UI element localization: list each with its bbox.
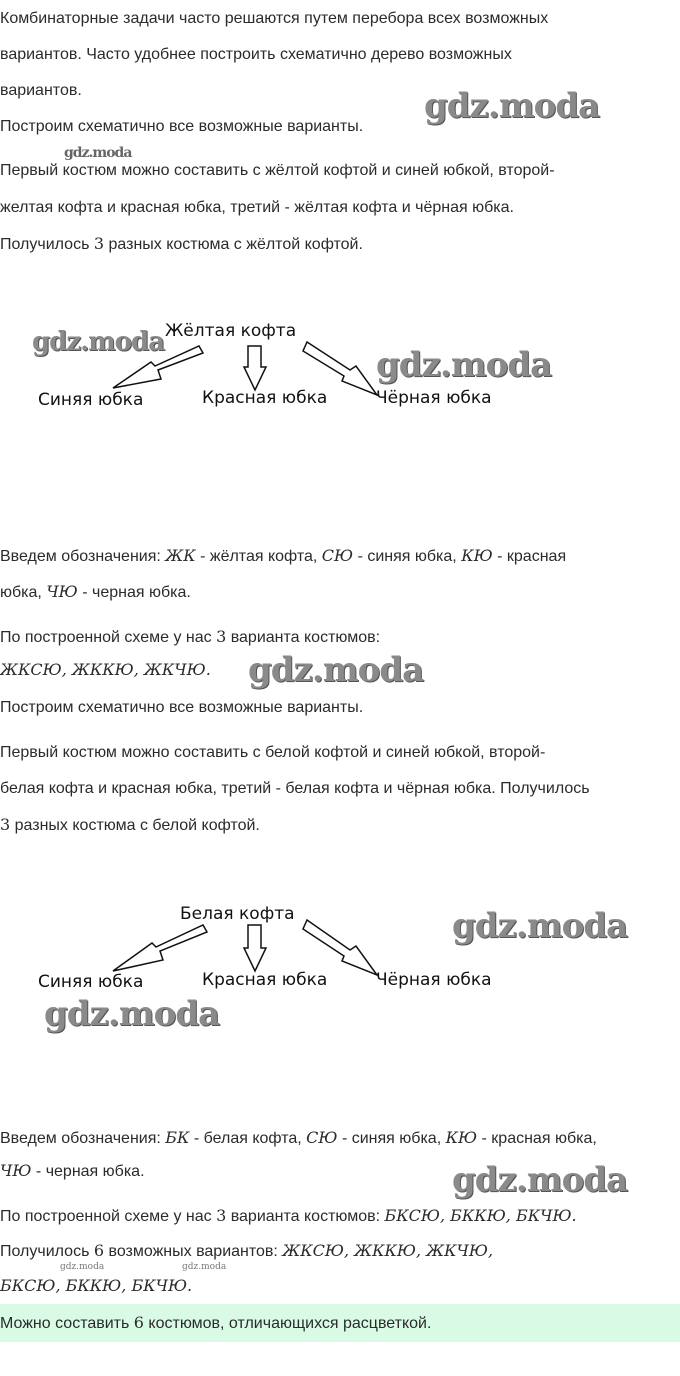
diagram-left-label: Синяя юбка	[38, 972, 144, 992]
number: 6	[133, 1313, 144, 1332]
text-line: БКСЮ, БККЮ, БКЧЮ.	[0, 1275, 192, 1298]
text-segment: возможных вариантов:	[104, 1243, 283, 1260]
text-segment: желтая кофта и красная юбка, третий - жё…	[0, 199, 514, 216]
diagram-arrows	[112, 918, 380, 977]
diagram-right-label: Чёрная юбка	[376, 388, 492, 408]
text-segment: белая кофта и красная юбка, третий - бел…	[0, 780, 590, 797]
text-segment: варианта костюмов:	[226, 629, 381, 646]
text-segment: Введем обозначения:	[0, 1130, 166, 1147]
text-segment: Можно составить	[0, 1315, 134, 1332]
number: 3	[216, 1206, 227, 1225]
text-segment: Построим схематично все возможные вариан…	[0, 118, 364, 135]
text-line: юбка, ЧЮ - черная юбка.	[0, 581, 191, 604]
arrow-right-icon	[302, 918, 380, 977]
text-segment: юбка,	[0, 584, 47, 601]
number: 3	[93, 234, 105, 253]
math-notation: КЮ	[461, 546, 493, 565]
arrow-down-icon	[242, 345, 268, 392]
arrow-left-icon	[112, 924, 209, 972]
text-line: вариантов.	[0, 80, 82, 102]
text-segment: варианта костюмов:	[226, 1208, 385, 1225]
text-segment: разных костюма с белой кофтой.	[10, 817, 260, 834]
watermark: gdz.moda	[424, 86, 600, 126]
text-segment: Получилось	[0, 236, 94, 253]
diagram-arrows	[112, 340, 380, 397]
text-line: Получилось 3 разных костюма с жёлтой коф…	[0, 233, 363, 256]
text-segment: - синяя юбка,	[353, 548, 462, 565]
arrow-left-icon	[112, 345, 205, 389]
text-segment: вариантов. Часто удобнее построить схема…	[0, 46, 512, 63]
text-line: ЖКСЮ, ЖККЮ, ЖКЧЮ.	[0, 659, 211, 682]
watermark: gdz.moda	[452, 1160, 628, 1200]
text-segment: - белая кофта,	[189, 1130, 307, 1147]
math-notation: БКСЮ, БККЮ, БКЧЮ.	[384, 1206, 577, 1225]
text-line: Построим схематично все возможные вариан…	[0, 697, 363, 719]
text-segment: вариантов.	[0, 82, 82, 99]
text-line: Первый костюм можно составить с жёлтой к…	[0, 160, 555, 182]
text-segment: Получилось	[0, 1243, 94, 1260]
number: 3	[216, 627, 227, 646]
arrow-right-icon	[302, 340, 380, 397]
text-line: Введем обозначения: ЖК - жёлтая кофта, С…	[0, 545, 566, 568]
tree-diagram-yellow: Жёлтая кофта Синяя юбка Красная юбка Чёр…	[0, 300, 680, 430]
math-notation: ЧЮ	[0, 1161, 32, 1180]
watermark: gdz.moda	[60, 1262, 105, 1272]
text-line: По построенной схеме у нас 3 варианта ко…	[0, 626, 380, 649]
text-segment: костюмов, отличающихся расцветкой.	[143, 1315, 432, 1332]
text-segment: Первый костюм можно составить с белой ко…	[0, 744, 546, 761]
watermark: gdz.moda	[44, 994, 220, 1034]
number: 3	[0, 815, 11, 834]
math-notation: СЮ	[306, 1128, 338, 1147]
text-line: вариантов. Часто удобнее построить схема…	[0, 44, 512, 66]
math-notation: КЮ	[445, 1128, 478, 1147]
text-line: ЧЮ - черная юбка.	[0, 1160, 145, 1183]
text-line: Построим схематично все возможные вариан…	[0, 116, 363, 138]
text-line: 3 разных костюма с белой кофтой.	[0, 814, 260, 837]
text-segment: - черная юбка.	[31, 1163, 145, 1180]
answer-box: Можно составить 6 костюмов, отличающихся…	[0, 1304, 680, 1342]
watermark: gdz.moda	[376, 345, 552, 385]
text-line: белая кофта и красная юбка, третий - бел…	[0, 778, 590, 800]
text-segment: - красная юбка,	[477, 1130, 597, 1147]
diagram-root-label: Жёлтая кофта	[165, 321, 297, 341]
text-segment: - жёлтая кофта,	[195, 548, 322, 565]
text-segment: По построенной схеме у нас	[0, 1208, 217, 1225]
math-notation: ЧЮ	[46, 582, 78, 601]
diagram-right-label: Чёрная юбка	[376, 970, 492, 990]
watermark: gdz.moda	[452, 906, 628, 946]
math-notation: ЖКСЮ, ЖККЮ, ЖКЧЮ.	[0, 660, 211, 679]
diagram-root-label: Белая кофта	[180, 904, 295, 924]
text-line: желтая кофта и красная юбка, третий - жё…	[0, 197, 514, 219]
math-notation: БК	[165, 1128, 190, 1147]
text-segment: - красная	[492, 548, 567, 565]
math-notation: ЖК	[165, 546, 196, 565]
text-segment: Введем обозначения:	[0, 548, 166, 565]
math-notation: БКСЮ, БККЮ, БКЧЮ.	[0, 1276, 193, 1295]
watermark: gdz.moda	[182, 1262, 227, 1272]
diagram-middle-label: Красная юбка	[202, 970, 328, 990]
text-segment: Построим схематично все возможные вариан…	[0, 699, 364, 716]
text-line: Первый костюм можно составить с белой ко…	[0, 742, 545, 764]
number: 6	[93, 1241, 105, 1260]
text-segment: - синяя юбка,	[337, 1130, 446, 1147]
diagram-left-label: Синяя юбка	[38, 390, 144, 410]
text-line: По построенной схеме у нас 3 варианта ко…	[0, 1205, 577, 1228]
text-segment: По построенной схеме у нас	[0, 629, 217, 646]
math-notation: ЖКСЮ, ЖККЮ, ЖКЧЮ,	[282, 1241, 494, 1260]
answer-text: Можно составить 6 костюмов, отличающихся…	[0, 1312, 431, 1335]
math-notation: СЮ	[321, 546, 354, 565]
text-segment: Комбинаторные задачи часто решаются путе…	[0, 10, 549, 27]
tree-diagram-white: Белая кофта Синяя юбка Красная юбка Чёрн…	[0, 895, 680, 1005]
text-line: Введем обозначения: БК - белая кофта, СЮ…	[0, 1127, 597, 1150]
watermark: gdz.moda	[248, 650, 424, 690]
text-segment: Первый костюм можно составить с жёлтой к…	[0, 162, 555, 179]
text-segment: - черная юбка.	[77, 584, 191, 601]
arrow-down-icon	[242, 924, 268, 973]
text-segment: разных костюма с жёлтой кофтой.	[104, 236, 363, 253]
watermark: gdz.moda	[32, 327, 165, 357]
diagram-middle-label: Красная юбка	[202, 388, 328, 408]
text-line: Комбинаторные задачи часто решаются путе…	[0, 8, 548, 30]
text-line: Получилось 6 возможных вариантов: ЖКСЮ, …	[0, 1240, 493, 1263]
watermark: gdz.moda	[64, 145, 132, 161]
